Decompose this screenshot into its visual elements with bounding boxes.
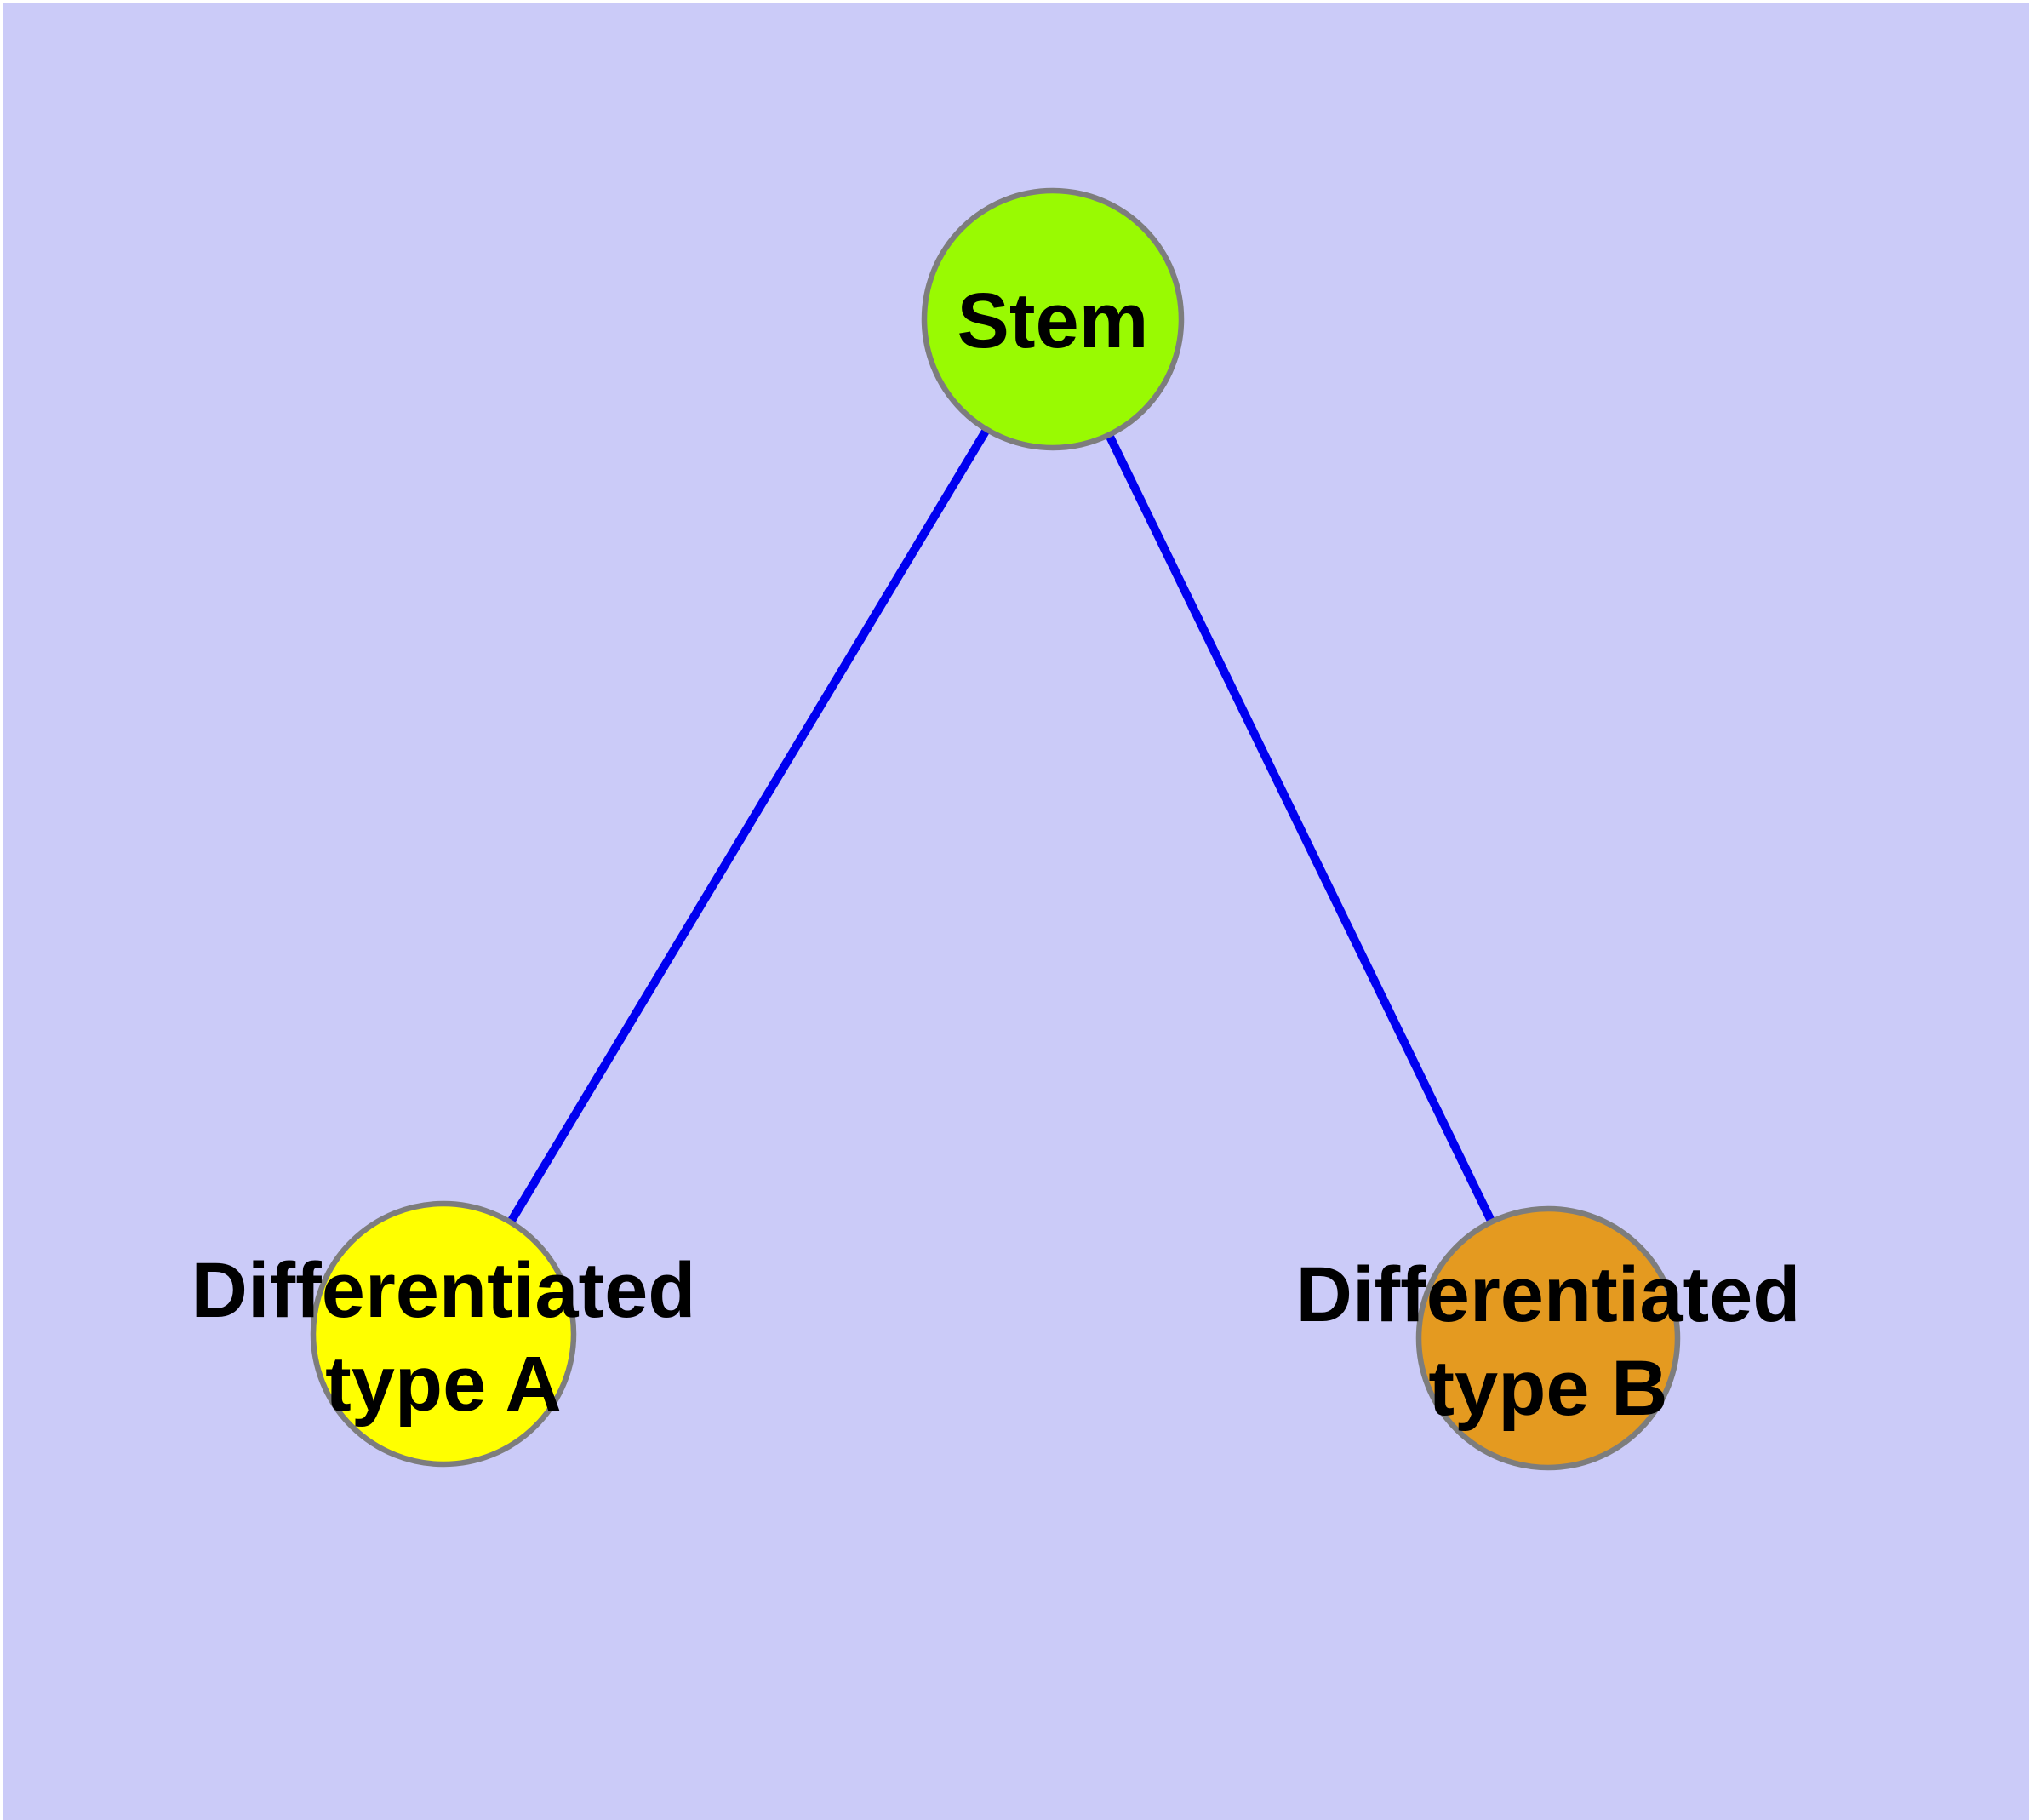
node-label-stem: Stem: [957, 278, 1149, 364]
edge-stem-to-type-b: [1049, 317, 1552, 1341]
node-label-type-b-line1: Differentiated: [1296, 1251, 1801, 1338]
node-label-type-a-line1: Differentiated: [191, 1247, 696, 1334]
edge-stem-to-type-a: [439, 317, 1057, 1336]
node-stem: [921, 187, 1185, 451]
node-type-a: [310, 1200, 577, 1468]
node-label-type-a-line2: type A: [325, 1341, 562, 1428]
node-label-type-b-line2: type B: [1428, 1345, 1667, 1432]
node-type-b: [1415, 1205, 1681, 1471]
